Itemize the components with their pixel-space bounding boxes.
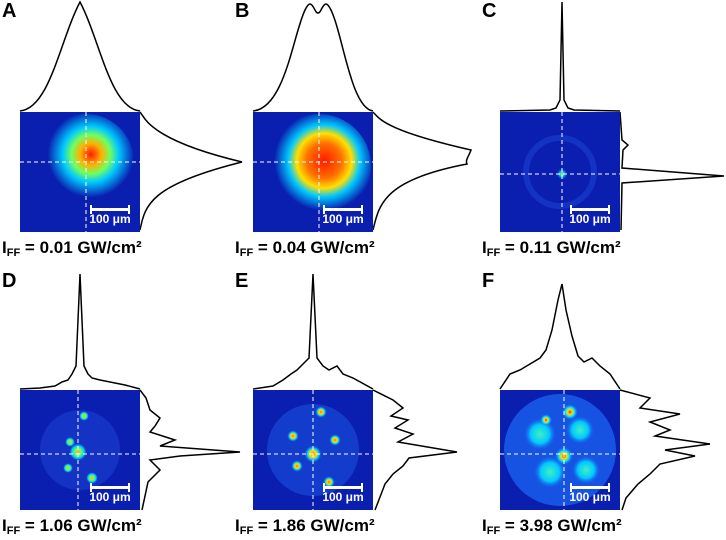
vertical-profile bbox=[139, 389, 241, 511]
vertical-profile bbox=[372, 111, 472, 231]
beam-image: 100 μm bbox=[20, 390, 140, 510]
panel-d: D 100 μm IFF = 1.06 GW/cm² bbox=[0, 270, 241, 540]
panel-letter: A bbox=[2, 0, 17, 22]
scale-bar: 100 μm bbox=[315, 205, 371, 226]
vertical-profile bbox=[619, 389, 711, 511]
horizontal-profile bbox=[19, 0, 141, 112]
beam-image: 100 μm bbox=[253, 390, 373, 510]
horizontal-profile bbox=[499, 1, 621, 112]
panel-e: E 100 μm IFF = 1.86 GW/cm² bbox=[233, 270, 473, 540]
scale-bar: 100 μm bbox=[562, 205, 618, 226]
horizontal-profile bbox=[252, 3, 374, 112]
panel-f: F bbox=[480, 270, 720, 540]
intensity-caption: IFF = 0.11 GW/cm² bbox=[482, 238, 621, 259]
scale-bar: 100 μm bbox=[562, 483, 618, 504]
panel-letter: B bbox=[235, 0, 250, 22]
panel-a: A 100 μm IFF = 0.01 GW/cm² bbox=[0, 0, 243, 270]
beam-image: 100 μm bbox=[20, 112, 140, 232]
vertical-profile bbox=[619, 111, 725, 231]
intensity-caption: IFF = 0.01 GW/cm² bbox=[2, 238, 142, 259]
horizontal-profile bbox=[499, 283, 621, 390]
scale-bar: 100 μm bbox=[82, 483, 138, 504]
panel-b: B 100 μm IFF = 0.04 GW/cm² bbox=[233, 0, 473, 270]
panel-letter: D bbox=[2, 270, 17, 292]
beam-image: 100 μm bbox=[500, 112, 620, 232]
intensity-caption: IFF = 0.04 GW/cm² bbox=[235, 238, 375, 259]
scale-bar: 100 μm bbox=[315, 483, 371, 504]
horizontal-profile bbox=[252, 273, 374, 390]
beam-image: 100 μm bbox=[253, 112, 373, 232]
horizontal-profile bbox=[19, 273, 141, 390]
vertical-profile bbox=[372, 389, 458, 511]
panel-letter: F bbox=[482, 270, 495, 292]
vertical-profile bbox=[139, 111, 243, 231]
scale-bar: 100 μm bbox=[82, 205, 138, 226]
panel-letter: E bbox=[235, 270, 249, 292]
intensity-caption: IFF = 1.86 GW/cm² bbox=[235, 516, 375, 537]
beam-image: 100 μm bbox=[500, 390, 620, 510]
intensity-caption: IFF = 3.98 GW/cm² bbox=[482, 516, 622, 537]
intensity-caption: IFF = 1.06 GW/cm² bbox=[2, 516, 142, 537]
panel-letter: C bbox=[482, 0, 497, 22]
panel-c: C 100 μm IFF = 0.11 GW/cm² bbox=[480, 0, 725, 270]
